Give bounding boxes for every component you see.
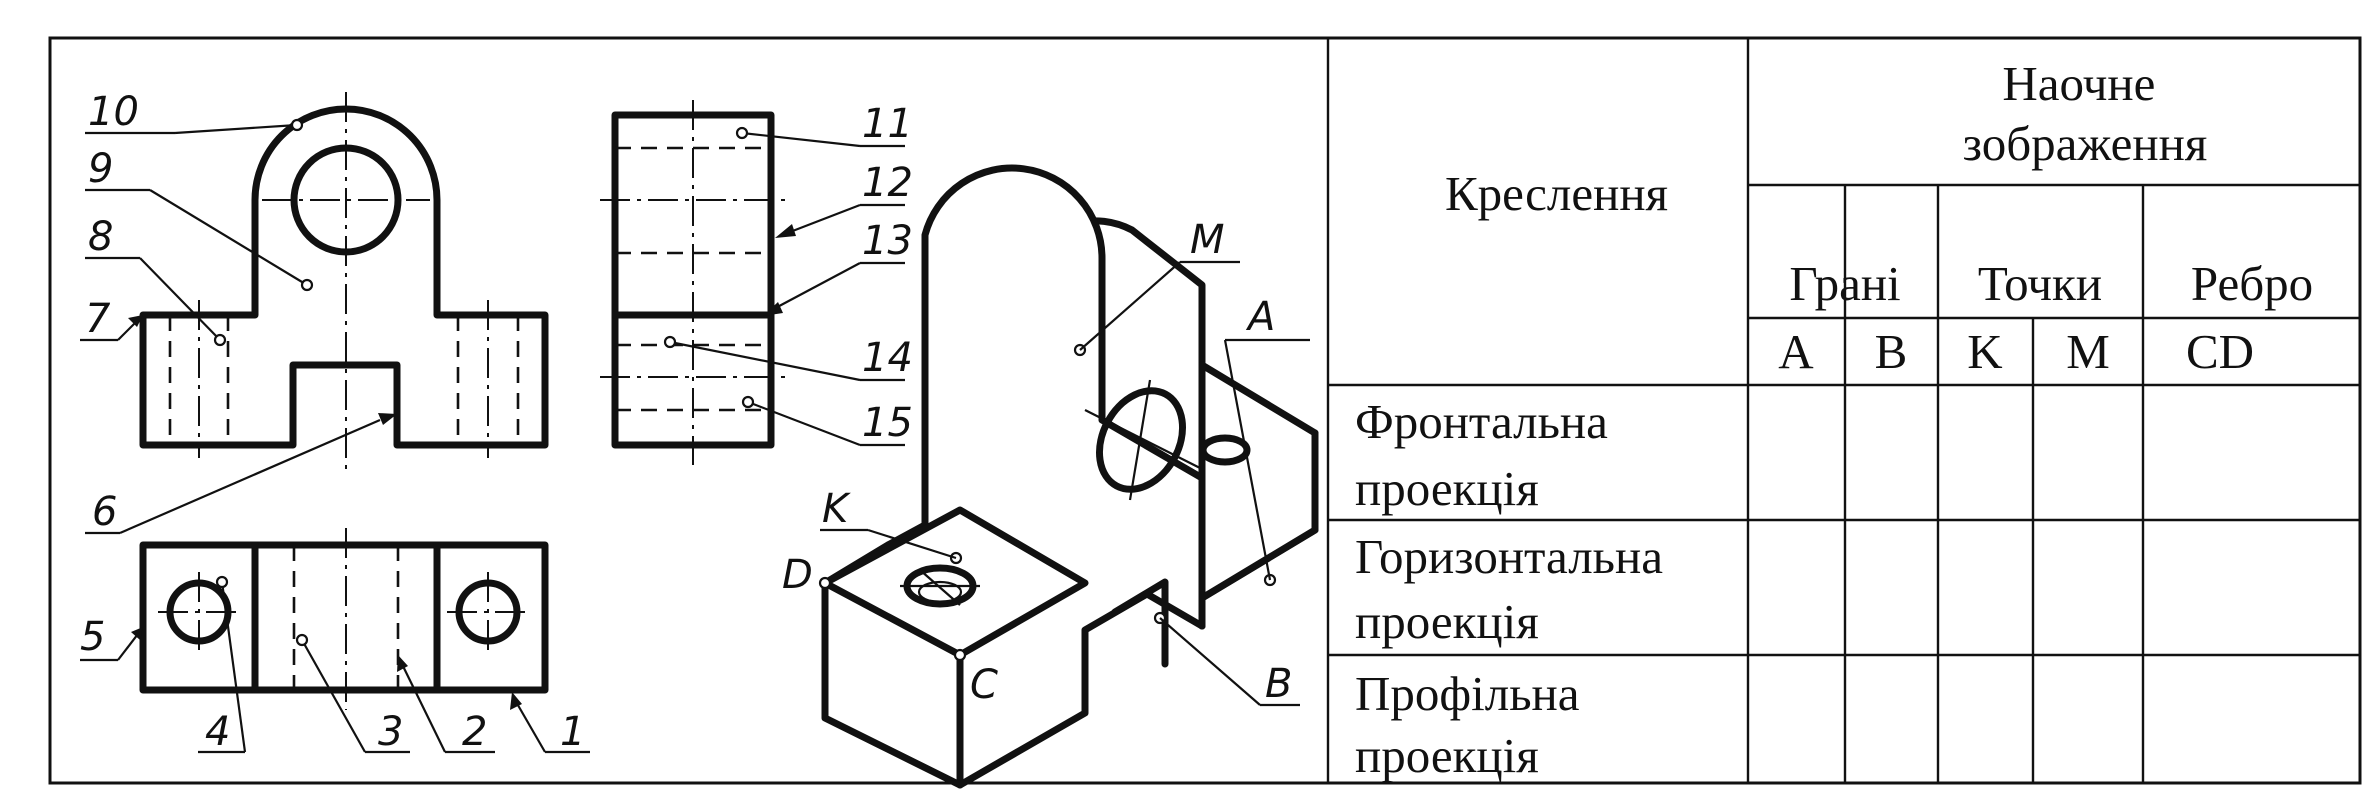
- leader-lines: [80, 118, 1310, 754]
- label-7: 7: [85, 296, 111, 342]
- header-naochne: Наочне зображення: [1963, 56, 2208, 171]
- row-horizontal-line2: проекція: [1355, 594, 1539, 649]
- row-profile-line1: Профільна: [1355, 666, 1580, 721]
- side-view: [600, 100, 786, 465]
- label-15: 15: [862, 400, 913, 446]
- col-M: M: [2066, 324, 2110, 379]
- label-4: 4: [205, 709, 230, 755]
- label-3: 3: [378, 709, 403, 755]
- row-frontal-line1: Фронтальна: [1355, 394, 1608, 449]
- label-A: A: [1245, 294, 1275, 340]
- col-A: A: [1778, 324, 1814, 379]
- view-numbers: 1 2 3 4 5 6 7 8 9 10 11 12 13 14 15: [80, 89, 913, 755]
- iso-point-labels: M A K D C B: [782, 217, 1292, 708]
- label-14: 14: [862, 335, 913, 381]
- top-view: [139, 528, 549, 710]
- label-B: B: [1265, 661, 1292, 707]
- label-10: 10: [88, 89, 139, 135]
- col-B: B: [1875, 324, 1908, 379]
- col-CD: CD: [2186, 324, 2254, 379]
- label-6: 6: [92, 489, 117, 535]
- label-C: C: [970, 662, 998, 708]
- label-13: 13: [862, 218, 913, 264]
- label-5: 5: [80, 614, 105, 660]
- row-profile-line2: проекція: [1355, 728, 1539, 783]
- label-K: K: [822, 486, 851, 532]
- row-frontal-line2: проекція: [1355, 461, 1539, 516]
- label-D: D: [782, 552, 813, 598]
- label-M: M: [1190, 217, 1225, 263]
- label-12: 12: [862, 160, 913, 206]
- group-tochky: Точки: [1978, 256, 2102, 311]
- header-kreslennya: Креслення: [1445, 166, 1668, 221]
- group-grani: Грані: [1789, 256, 1900, 311]
- group-rebro: Ребро: [2191, 256, 2313, 311]
- row-horizontal-line1: Горизонтальна: [1355, 529, 1663, 584]
- col-K: K: [1967, 324, 2002, 379]
- isometric-view: [818, 164, 1319, 789]
- answer-table: Креслення Наочне зображення Грані Точки …: [1326, 38, 2360, 783]
- label-11: 11: [862, 101, 913, 147]
- label-9: 9: [88, 146, 113, 192]
- front-view: [139, 92, 549, 470]
- sheet-frame: [48, 36, 2362, 785]
- label-2: 2: [462, 709, 487, 755]
- label-1: 1: [560, 709, 585, 755]
- label-8: 8: [88, 214, 113, 260]
